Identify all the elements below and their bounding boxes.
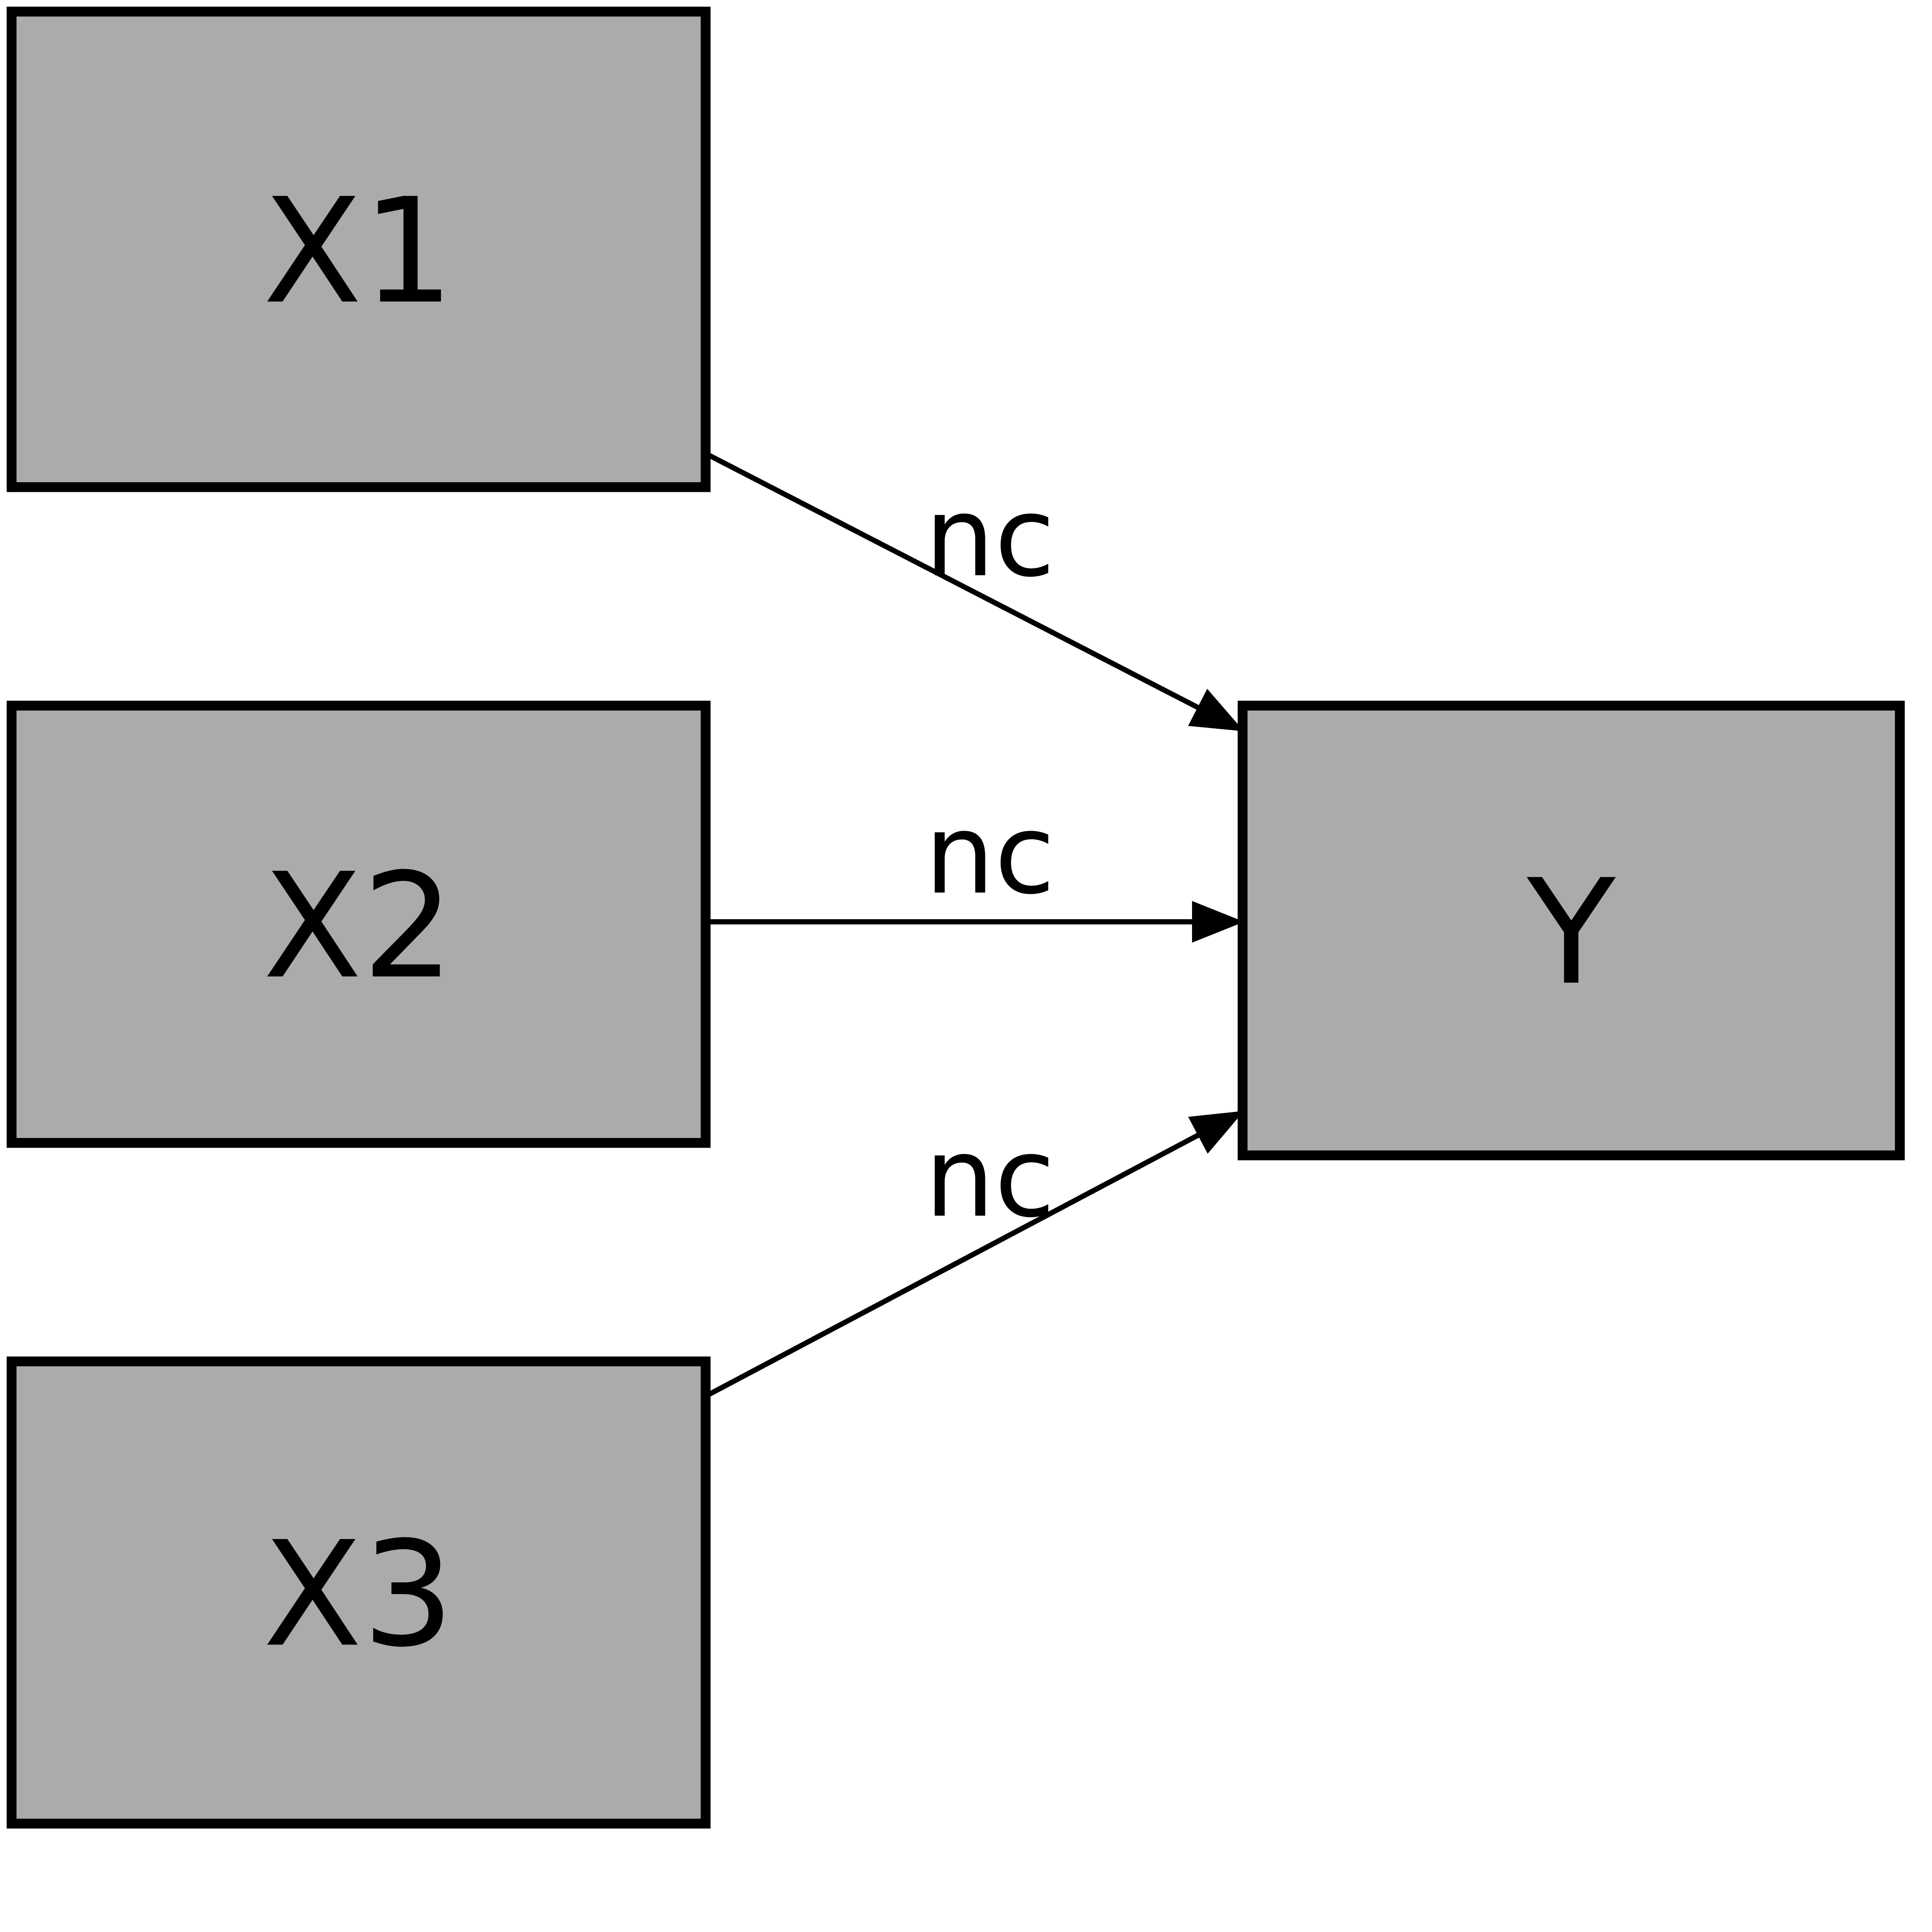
node-label-X2: X2 — [263, 842, 454, 1011]
node-X3: X3 — [7, 1356, 711, 1829]
node-rect-X1 — [7, 7, 711, 492]
edge-label-X2-Y: nc — [925, 791, 1055, 919]
edge-label-X3-Y: nc — [925, 1114, 1055, 1242]
node-Y: Y — [1238, 701, 1905, 1160]
node-label-Y: Y — [1525, 849, 1617, 1017]
node-rect-Y — [1238, 701, 1905, 1160]
edge-X1-to-Y — [704, 451, 1244, 733]
node-label-X1: X1 — [263, 167, 454, 336]
edge-X3-to-Y — [704, 1109, 1244, 1399]
edge-label-X1-Y: nc — [925, 473, 1055, 602]
node-label-X3: X3 — [263, 1510, 454, 1679]
node-rect-X2 — [7, 701, 711, 1148]
node-rect-X3 — [7, 1356, 711, 1829]
node-X2: X2 — [7, 701, 711, 1148]
node-X1: X1 — [7, 7, 711, 492]
